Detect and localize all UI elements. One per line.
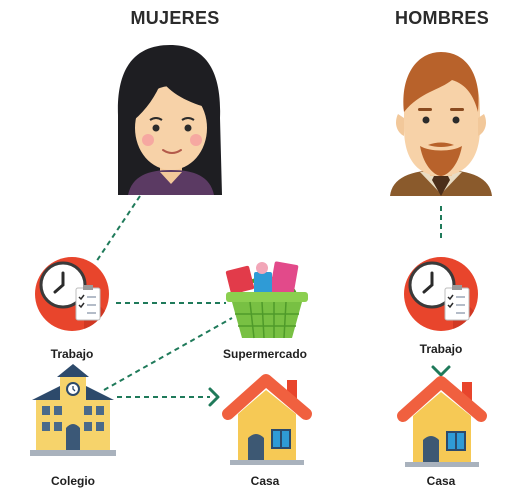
school-building-icon bbox=[30, 364, 116, 456]
woman-avatar-icon bbox=[117, 45, 222, 195]
house-icon bbox=[397, 376, 487, 467]
connector-school-to-supermarket bbox=[103, 317, 233, 391]
house-icon bbox=[222, 374, 312, 465]
clock-checklist-icon bbox=[404, 257, 478, 331]
shopping-basket-icon bbox=[225, 261, 308, 339]
column-title-men: HOMBRES bbox=[394, 8, 490, 28]
man-avatar-icon bbox=[390, 52, 492, 196]
label-supermarket: Supermercado bbox=[222, 347, 308, 361]
label-school: Colegio bbox=[51, 474, 95, 488]
column-title-women: MUJERES bbox=[130, 8, 220, 28]
label-men-work: Trabajo bbox=[419, 342, 463, 356]
connector-woman-to-work bbox=[95, 195, 141, 263]
arrow-right-icon bbox=[208, 387, 220, 407]
label-women-work: Trabajo bbox=[50, 347, 94, 361]
chevron-down-icon bbox=[431, 365, 451, 377]
connector-lines bbox=[95, 195, 442, 398]
label-men-home: Casa bbox=[426, 474, 456, 488]
clock-checklist-icon bbox=[35, 257, 109, 331]
label-women-home: Casa bbox=[250, 474, 280, 488]
